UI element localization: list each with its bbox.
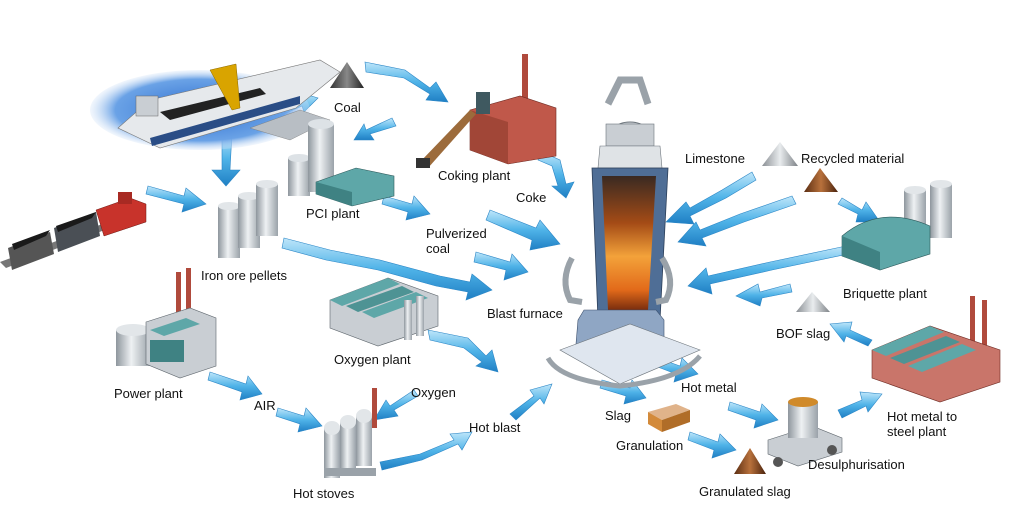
- label-power-plant: Power plant: [114, 386, 183, 401]
- label-oxygen: Oxygen: [411, 385, 456, 400]
- flow-arrow: [364, 61, 449, 103]
- power-plant-building: [116, 268, 217, 379]
- label-hot-metal: Hot metal: [681, 380, 737, 395]
- flow-arrow: [837, 391, 883, 419]
- flow-arrow: [145, 185, 207, 213]
- flow-arrow: [687, 431, 737, 459]
- flow-arrow: [687, 245, 849, 295]
- flow-arrows: [145, 61, 883, 471]
- pci-plant-building: [288, 119, 395, 207]
- flow-arrow: [485, 209, 561, 251]
- iron-ore-pellet-silos: [218, 180, 278, 258]
- label-coking-plant: Coking plant: [438, 168, 511, 183]
- flow-arrow: [207, 371, 263, 401]
- flow-arrow: [473, 251, 529, 281]
- hot-stoves-unit: [324, 388, 377, 478]
- flow-arrow: [379, 431, 473, 471]
- flow-arrow: [727, 401, 779, 429]
- bof-slag-pile: [796, 292, 830, 312]
- label-blast-furnace: Blast furnace: [487, 306, 563, 321]
- label-granulated-slag: Granulated slag: [699, 484, 791, 499]
- flow-arrow: [373, 389, 419, 421]
- flow-arrow: [381, 195, 431, 221]
- oxygen-plant-building: [329, 277, 439, 347]
- label-pulverized-coal: Pulverized coal: [426, 226, 487, 256]
- label-desulphurisation: Desulphurisation: [808, 457, 905, 472]
- desulphurisation-ladle-car: [767, 397, 843, 467]
- flow-arrow: [537, 151, 575, 199]
- flow-arrow: [677, 195, 797, 247]
- coal-pile: [330, 62, 364, 88]
- ship-illustration: [90, 59, 341, 150]
- label-slag: Slag: [605, 408, 632, 423]
- flow-arrow: [735, 283, 793, 307]
- briquette-plant-building: [841, 180, 952, 271]
- flow-arrow: [837, 197, 881, 223]
- label-iron-ore-pellets: Iron ore pellets: [201, 268, 287, 283]
- coking-plant-building: [416, 54, 557, 168]
- flow-arrow: [275, 407, 323, 433]
- label-hot-stoves: Hot stoves: [293, 486, 355, 501]
- label-hot-blast: Hot blast: [469, 420, 521, 435]
- label-hot-metal-to-steel-plant: Hot metal to steel plant: [887, 409, 958, 439]
- limestone-pile: [762, 142, 798, 166]
- flow-arrow: [427, 329, 499, 373]
- flow-arrow: [353, 117, 397, 141]
- label-oxygen-plant: Oxygen plant: [334, 352, 411, 367]
- label-recycled-material: Recycled material: [801, 151, 905, 166]
- label-bof-slag: BOF slag: [776, 326, 831, 341]
- label-coke: Coke: [516, 190, 547, 205]
- flow-arrow: [829, 321, 873, 347]
- label-air: AIR: [254, 398, 276, 413]
- granulation-unit: [648, 404, 690, 432]
- train-illustration: [0, 192, 147, 270]
- granulated-slag-pile: [734, 448, 766, 474]
- flow-arrow: [509, 383, 553, 421]
- label-granulation: Granulation: [616, 438, 684, 453]
- label-limestone: Limestone: [685, 151, 745, 166]
- flow-arrow: [665, 171, 757, 225]
- flow-arrow: [281, 237, 493, 301]
- blast-furnace-structure: [545, 76, 702, 389]
- label-coal: Coal: [334, 100, 361, 115]
- steel-plant-building: [871, 296, 1001, 403]
- label-briquette-plant: Briquette plant: [843, 286, 927, 301]
- recycled-material-pile: [804, 168, 838, 192]
- label-pci-plant: PCI plant: [306, 206, 360, 221]
